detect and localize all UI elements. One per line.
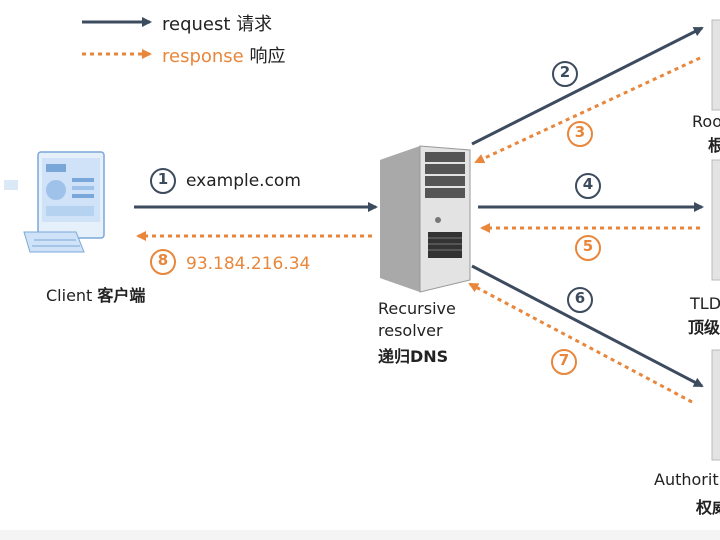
step2-badge (552, 61, 578, 87)
legend-request: request 请求 (162, 10, 272, 36)
client-label-en: Client (46, 286, 93, 305)
root-label: Roo (692, 112, 720, 131)
client-label-cn: 客户端 (97, 286, 146, 305)
step2-arrow (471, 26, 704, 146)
resolver-label: Recursive resolver 递归DNS (378, 298, 456, 368)
auth-server-icon (711, 349, 720, 461)
step1-query-text: example.com (186, 171, 301, 191)
step1-number: 1 (157, 170, 169, 188)
root-server-icon (711, 19, 720, 111)
step8-badge (150, 249, 176, 275)
tld-label: TLD (690, 294, 720, 313)
step8-number: 8 (157, 251, 169, 269)
auth-label: Authorit (654, 470, 719, 489)
client-computer-icon (4, 151, 105, 253)
step5-badge (575, 235, 601, 261)
step3-badge (567, 121, 593, 147)
root-label-cn: 根 (708, 136, 720, 155)
legend-response-label: response (162, 46, 244, 67)
step4-number: 4 (582, 175, 594, 193)
auth-label-cn: 权威 (696, 498, 720, 517)
step6-number: 6 (574, 289, 586, 307)
bottom-strip (0, 530, 720, 540)
legend-response: response 响应 (162, 42, 286, 68)
step5-number: 5 (582, 237, 594, 255)
step3-arrow (474, 56, 701, 164)
step4-badge (575, 173, 601, 199)
client-label: Client 客户端 (46, 282, 145, 306)
resolver-server-icon (380, 145, 471, 293)
step3-number: 3 (574, 123, 586, 141)
step7-arrow (468, 282, 693, 404)
resolver-label-line2: resolver (378, 321, 443, 340)
legend-request-cn: 请求 (236, 14, 273, 35)
tld-server-icon (711, 159, 720, 281)
step6-badge (567, 287, 593, 313)
step6-arrow (471, 264, 704, 388)
legend-response-cn: 响应 (249, 46, 286, 67)
resolver-label-cn: 递归DNS (378, 347, 449, 366)
step8-answer-text: 93.184.216.34 (186, 254, 311, 274)
step-circles (150, 61, 601, 375)
step7-number: 7 (558, 351, 570, 369)
step2-number: 2 (559, 63, 571, 81)
legend-request-label: request (162, 14, 231, 35)
resolver-label-line1: Recursive (378, 299, 456, 318)
step1-badge (150, 168, 176, 194)
step7-badge (551, 349, 577, 375)
tld-label-cn: 顶级 (688, 318, 720, 337)
